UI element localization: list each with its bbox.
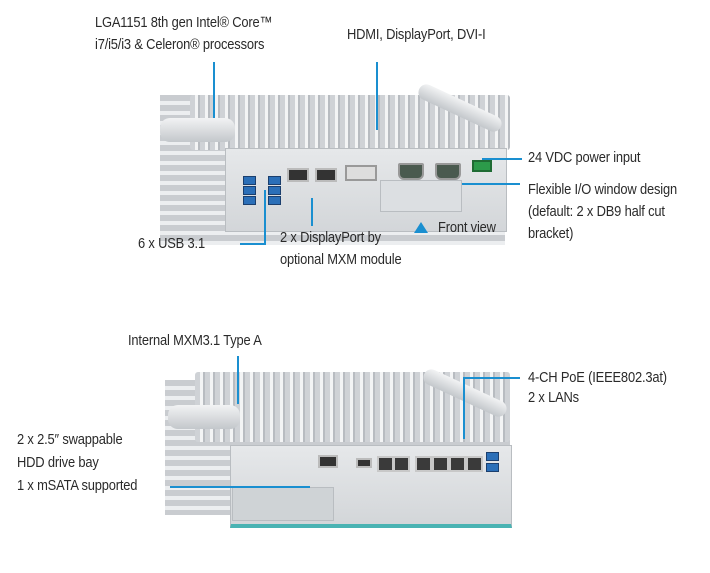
triangle-icon	[414, 222, 428, 233]
cpu-label-2: i7/i5/i3 & Celeron® processors	[95, 36, 265, 53]
displayport-1	[287, 168, 309, 182]
power-label: 24 VDC power input	[528, 149, 641, 166]
displayport-2	[315, 168, 337, 182]
dp-leader-line	[311, 198, 313, 226]
hdd-label: 2 x 2.5″ swappable	[17, 431, 123, 448]
io-leader-line	[462, 183, 520, 185]
poe-label: 4-CH PoE (IEEE802.3at)	[528, 369, 667, 386]
video-label: HDMI, DisplayPort, DVI-I	[347, 26, 486, 43]
usb-label: 6 x USB 3.1	[138, 235, 205, 252]
io-label-3: bracket)	[528, 225, 574, 242]
front-view-label: Front view	[438, 219, 496, 236]
io-label-2: (default: 2 x DB9 half cut	[528, 203, 665, 220]
hdd-bay	[232, 487, 334, 521]
cpu-leader-line	[213, 62, 215, 118]
mxm-label: Internal MXM3.1 Type A	[128, 332, 262, 349]
mxm-leader-line	[237, 356, 239, 404]
hdd-label-3: 1 x mSATA supported	[17, 477, 138, 494]
power-connector	[472, 160, 492, 172]
dp-label-2: optional MXM module	[280, 251, 402, 268]
hdd-leader-line	[170, 486, 310, 488]
video-leader-line	[376, 62, 378, 130]
io-label: Flexible I/O window design	[528, 181, 677, 198]
cpu-label: LGA1151 8th gen Intel® Core™	[95, 14, 273, 31]
power-leader-line	[482, 158, 522, 160]
usb-leader-line	[240, 243, 266, 245]
dp-label: 2 x DisplayPort by	[280, 229, 381, 246]
hdd-label-2: HDD drive bay	[17, 454, 99, 471]
poe-leader-vertical	[463, 377, 465, 439]
dvi-port	[345, 165, 377, 181]
usb-leader-vertical	[264, 190, 266, 245]
poe-label-2: 2 x LANs	[528, 389, 579, 406]
poe-leader-line	[463, 377, 520, 379]
